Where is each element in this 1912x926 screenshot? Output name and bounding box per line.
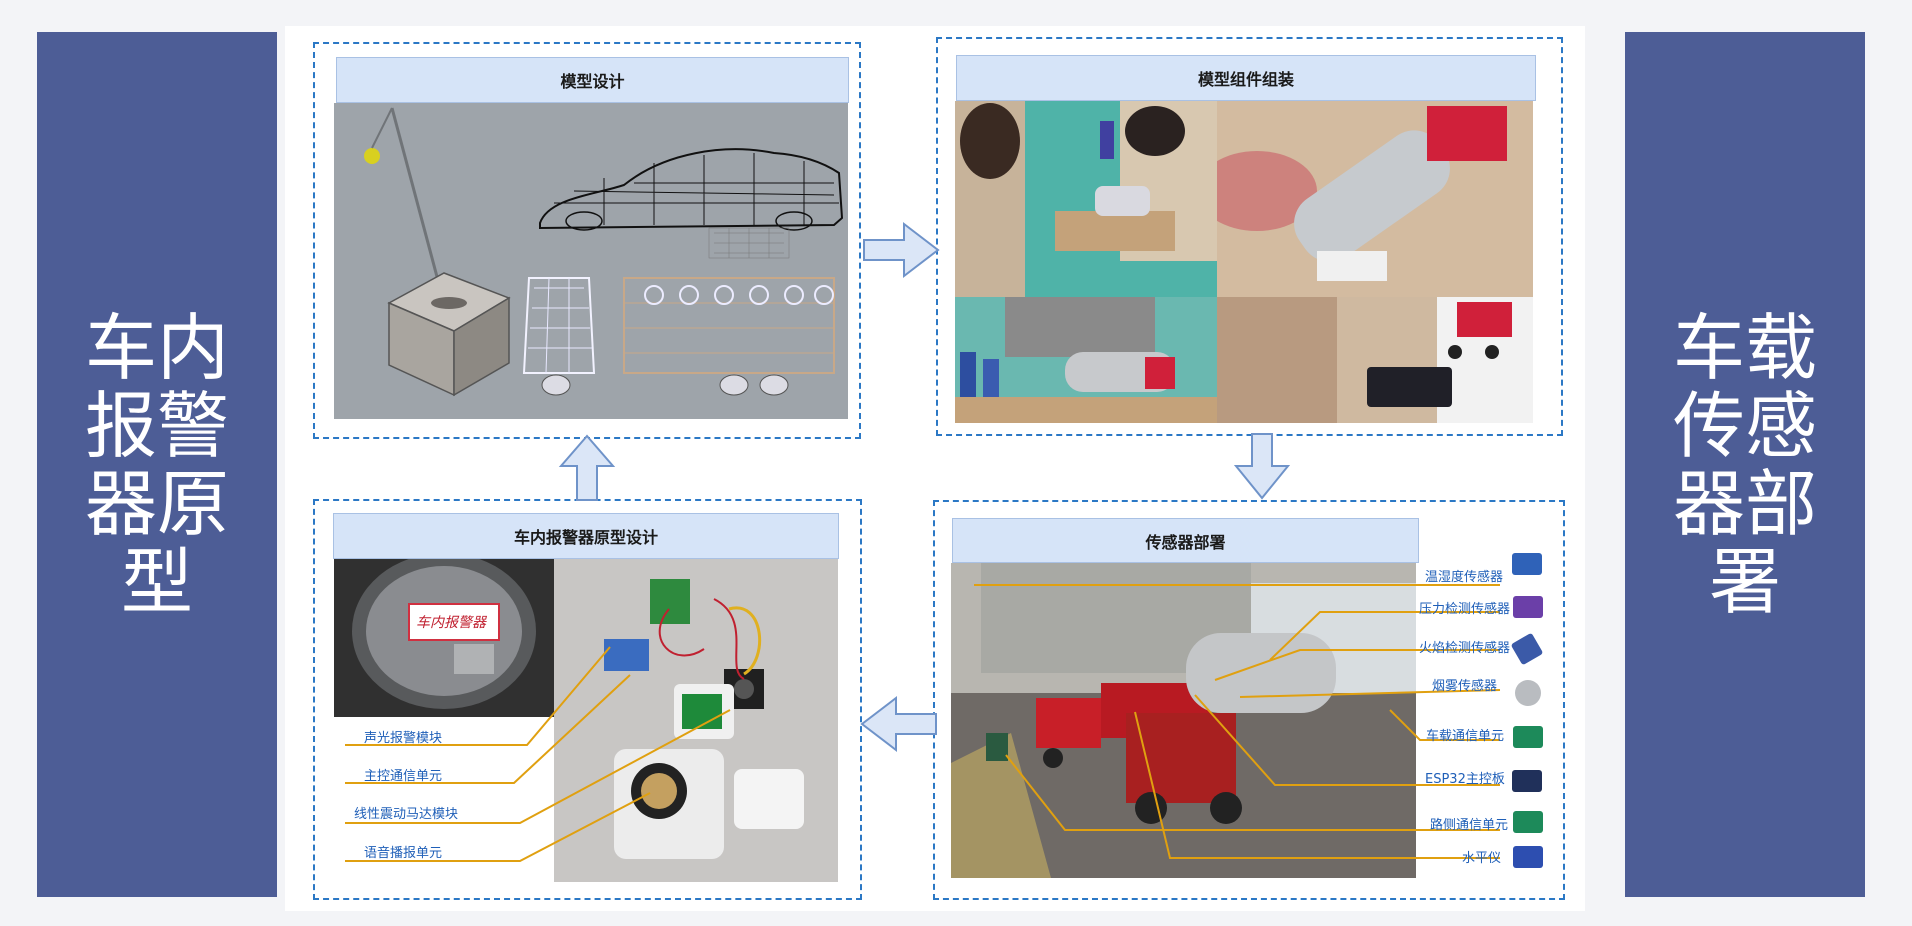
- pressure-sensor-icon: [1513, 596, 1543, 618]
- assembly-title-text: 模型组件组装: [1197, 70, 1294, 89]
- sensor-label-flame: 火焰检测传感器: [1419, 641, 1511, 656]
- arrow-left: [860, 695, 937, 753]
- assembly-photo-4: [1217, 297, 1533, 423]
- temp-sensor-icon: [1512, 553, 1542, 575]
- right-title-text: 车载传感器部署: [1672, 305, 1817, 624]
- model-design-title: 模型设计: [336, 57, 849, 103]
- assembly-photo-3: [955, 297, 1217, 423]
- sensor-label-temp: 温湿度传感器: [1425, 570, 1504, 585]
- model-design-title-text: 模型设计: [560, 72, 625, 91]
- assembly-photo-3-illustration: [955, 297, 1217, 423]
- alarm-label-sound-light: 声光报警模块: [364, 731, 443, 746]
- sensor-label-level: 水平仪: [1462, 851, 1502, 866]
- left-title-panel: 车内报警器原型: [37, 32, 277, 897]
- sensor-label-pressure: 压力检测传感器: [1419, 602, 1511, 617]
- assembly-photo-2-illustration: [1217, 106, 1507, 281]
- sensor-deploy-title-text: 传感器部署: [1145, 532, 1226, 552]
- alarm-photo-1-illustration: [352, 559, 536, 709]
- assembly-photo-1: [955, 101, 1217, 297]
- sensor-deploy-title: 传感器部署: [952, 518, 1419, 563]
- sensor-label-vehicle-comm: 车载通信单元: [1426, 729, 1505, 744]
- handwritten-tag-text: 车内报警器: [416, 615, 486, 631]
- alarm-photo-2: [554, 559, 838, 882]
- alarm-design-title: 车内报警器原型设计: [333, 513, 839, 559]
- alarm-label-vibration-motor: 线性震动马达模块: [354, 807, 459, 822]
- arrow-down: [1233, 433, 1291, 500]
- cad-render-image: [334, 103, 848, 419]
- sensor-label-smoke: 烟雾传感器: [1432, 679, 1498, 694]
- sensor-label-esp32: ESP32主控板: [1425, 772, 1505, 787]
- vehicle-comm-icon: [1513, 726, 1543, 748]
- arrow-right: [863, 221, 940, 279]
- alarm-photo-2-illustration: [604, 579, 804, 859]
- alarm-label-voice: 语音播报单元: [364, 846, 443, 861]
- left-title-text: 车内报警器原型: [84, 305, 229, 624]
- assembly-box: [936, 37, 1563, 436]
- smoke-sensor-icon: [1515, 680, 1541, 706]
- assembly-photo-4-illustration: [1217, 297, 1533, 423]
- alarm-photo-1: 车内报警器: [334, 559, 554, 717]
- alarm-label-main-comm: 主控通信单元: [364, 769, 443, 784]
- level-sensor-icon: [1513, 846, 1543, 868]
- roadside-comm-icon: [1513, 811, 1543, 833]
- arrow-up: [558, 434, 616, 501]
- sensor-deploy-photo: [951, 563, 1416, 878]
- assembly-photo-2: [1217, 101, 1533, 297]
- assembly-photo-1-illustration: [955, 101, 1217, 297]
- sensor-deploy-photo-illustration: [951, 563, 1416, 878]
- right-title-panel: 车载传感器部署: [1625, 32, 1865, 897]
- sensor-label-roadside: 路侧通信单元: [1430, 818, 1509, 833]
- esp32-board-icon: [1512, 770, 1542, 792]
- alarm-design-title-text: 车内报警器原型设计: [513, 528, 658, 547]
- sensor-deploy-box: [933, 500, 1565, 900]
- assembly-title: 模型组件组装: [956, 55, 1536, 101]
- cad-wireframe-illustration: [364, 107, 844, 397]
